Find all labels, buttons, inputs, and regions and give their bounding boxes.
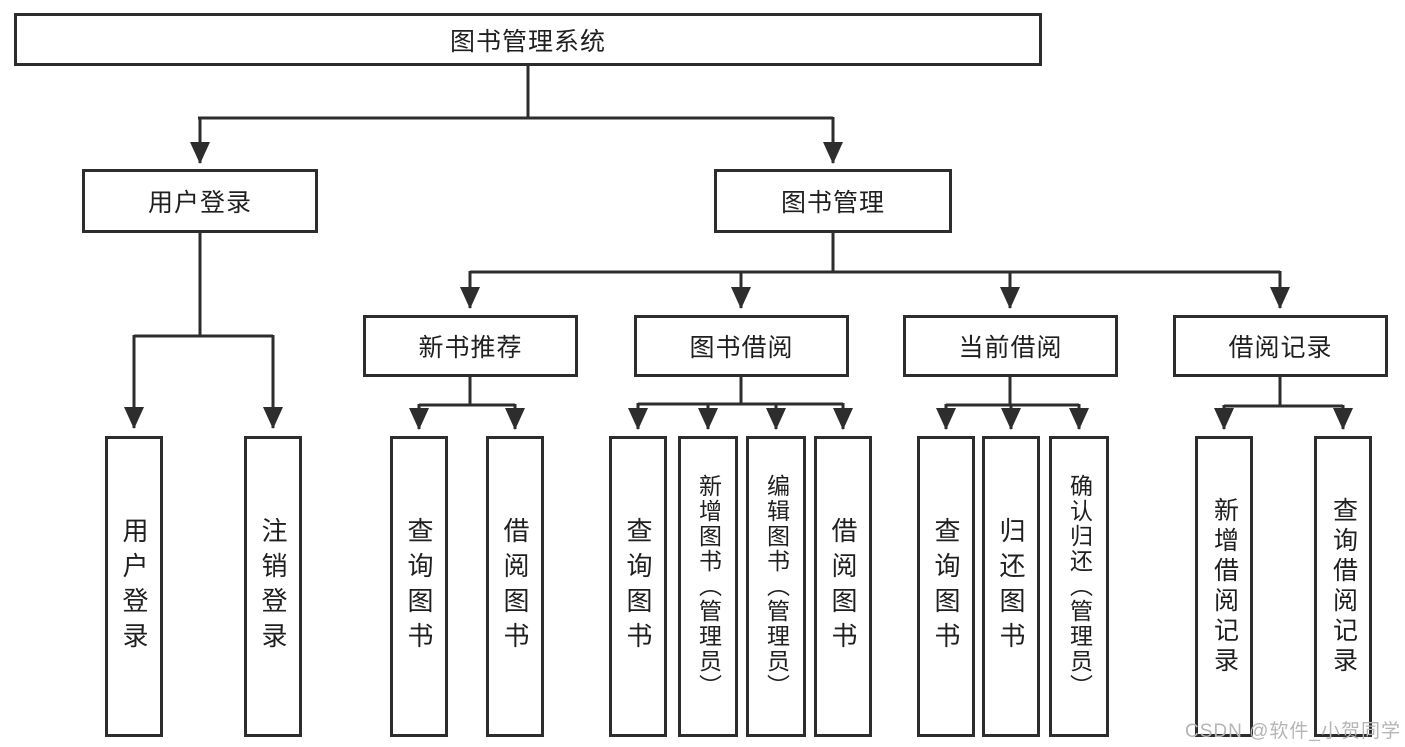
node-user-login-label: 用户登录 bbox=[147, 189, 252, 217]
leaf-query-borrow-record: 查询借阅记录 bbox=[1314, 436, 1372, 737]
node-current-borrow-label: 当前借阅 bbox=[958, 334, 1063, 362]
node-book-borrow: 图书借阅 bbox=[634, 315, 849, 377]
leaf-borrow-books-1: 借阅图书 bbox=[486, 436, 544, 737]
leaf-borrow-books-1-label: 借阅图书 bbox=[500, 516, 530, 657]
leaf-add-borrow-record-label: 新增借阅记录 bbox=[1210, 496, 1239, 677]
leaf-query-books-2-label: 查询图书 bbox=[623, 516, 653, 657]
leaf-query-books-3-label: 查询图书 bbox=[931, 516, 961, 657]
leaf-query-books-3: 查询图书 bbox=[917, 436, 975, 737]
leaf-return-books-label: 归还图书 bbox=[996, 516, 1026, 657]
leaf-confirm-return-admin: 确认归还（管理员） bbox=[1049, 436, 1109, 737]
node-root-label: 图书管理系统 bbox=[449, 27, 606, 56]
leaf-add-book-admin-label: 新增图书（管理员） bbox=[695, 474, 722, 699]
connector-root-to-level2 bbox=[190, 66, 843, 164]
connector-book-borrow-children bbox=[628, 377, 853, 430]
leaf-confirm-return-admin-label: 确认归还（管理员） bbox=[1066, 474, 1093, 699]
csdn-watermark: CSDN @软件_小贺同学 bbox=[1185, 721, 1401, 742]
node-user-login: 用户登录 bbox=[82, 169, 318, 233]
connector-borrow-record-children bbox=[1214, 377, 1353, 430]
node-book-management-label: 图书管理 bbox=[780, 189, 885, 217]
leaf-logout-label: 注销登录 bbox=[258, 516, 288, 657]
leaf-query-borrow-record-label: 查询借阅记录 bbox=[1329, 496, 1358, 677]
node-new-book-recommend: 新书推荐 bbox=[363, 315, 578, 377]
node-book-management: 图书管理 bbox=[714, 169, 952, 233]
leaf-user-login: 用户登录 bbox=[105, 436, 163, 737]
leaf-query-books-1-label: 查询图书 bbox=[404, 516, 434, 657]
leaf-edit-book-admin-label: 编辑图书（管理员） bbox=[763, 474, 790, 699]
leaf-borrow-books-2-label: 借阅图书 bbox=[828, 516, 858, 657]
node-borrow-records-label: 借阅记录 bbox=[1228, 334, 1333, 362]
leaf-query-books-1: 查询图书 bbox=[390, 436, 448, 737]
leaf-return-books: 归还图书 bbox=[982, 436, 1040, 737]
node-new-book-recommend-label: 新书推荐 bbox=[418, 334, 523, 362]
node-borrow-records: 借阅记录 bbox=[1173, 315, 1388, 377]
node-book-borrow-label: 图书借阅 bbox=[689, 334, 794, 362]
connector-book-mgmt-to-level3 bbox=[460, 233, 1290, 309]
leaf-add-borrow-record: 新增借阅记录 bbox=[1195, 436, 1253, 737]
leaf-query-books-2: 查询图书 bbox=[609, 436, 667, 737]
leaf-logout: 注销登录 bbox=[244, 436, 302, 737]
node-root: 图书管理系统 bbox=[14, 13, 1042, 66]
node-current-borrow: 当前借阅 bbox=[903, 315, 1118, 377]
leaf-edit-book-admin: 编辑图书（管理员） bbox=[746, 436, 806, 737]
leaf-borrow-books-2: 借阅图书 bbox=[814, 436, 872, 737]
leaf-add-book-admin: 新增图书（管理员） bbox=[678, 436, 738, 737]
leaf-user-login-label: 用户登录 bbox=[119, 516, 149, 657]
connector-current-borrow-children bbox=[936, 377, 1089, 430]
connector-new-book-children bbox=[409, 377, 525, 430]
connector-user-login-children bbox=[124, 233, 283, 429]
